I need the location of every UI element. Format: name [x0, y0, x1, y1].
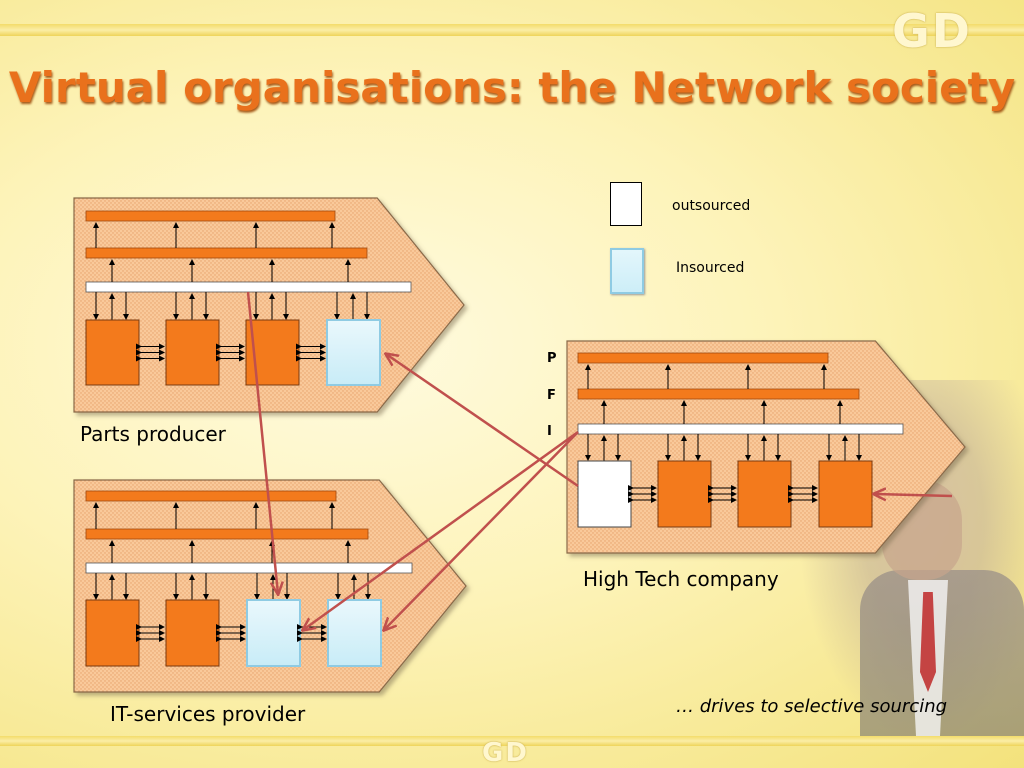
parts-producer-label: Parts producer [80, 422, 226, 446]
unit-box-orange [165, 319, 220, 386]
gd-logo-bottom: GD [482, 738, 529, 768]
it-services-provider-label: IT-services provider [110, 702, 306, 726]
unit-box-orange [165, 599, 220, 667]
top-band [0, 24, 1024, 36]
legend-outsourced-label: outsourced [672, 198, 751, 214]
unit-box-orange [737, 460, 792, 528]
info-layer-bar [577, 423, 904, 435]
sourcing-arrow-hightech-to-parts [386, 354, 579, 488]
high-tech-company-label: High Tech company [583, 567, 779, 591]
unit-box-orange [657, 460, 712, 528]
gd-logo-top: GD [892, 4, 972, 58]
selective-sourcing-note: … drives to selective sourcing [676, 696, 948, 717]
info-layer-bar [85, 562, 413, 574]
layer-bar-1 [577, 388, 860, 400]
bottom-band [0, 736, 1024, 746]
legend-insourced-label: Insourced [676, 260, 745, 276]
layer-label-f: F [547, 388, 556, 403]
org-0 [73, 197, 465, 413]
unit-box-insourced [327, 599, 382, 667]
org-2 [566, 340, 966, 554]
unit-box-orange [85, 599, 140, 667]
legend-outsourced-swatch [610, 182, 642, 226]
unit-box-insourced [326, 319, 381, 386]
sourcing-arrow-parts-to-it [246, 291, 278, 594]
layer-label-i: I [547, 424, 552, 439]
layer-bar-0 [577, 352, 829, 364]
info-layer-bar [85, 281, 412, 293]
layer-bar-1 [85, 247, 368, 259]
unit-box-orange [85, 319, 140, 386]
sourcing-arrow-hightech-to-it-b [384, 431, 579, 630]
slide-title: Virtual organisations: the Network socie… [8, 63, 1016, 112]
layer-label-p: P [547, 351, 557, 366]
sourcing-arrow-hightech-to-it-a [303, 430, 579, 630]
sourcing-arrow-external [874, 494, 953, 496]
unit-box-outsourced [577, 460, 632, 528]
unit-box-orange [818, 460, 873, 528]
background-portrait-photo [800, 380, 1024, 736]
legend-insourced-swatch [610, 248, 644, 294]
layer-bar-0 [85, 210, 336, 222]
layer-bar-1 [85, 528, 369, 540]
layer-bar-0 [85, 490, 337, 502]
unit-box-insourced [246, 599, 301, 667]
